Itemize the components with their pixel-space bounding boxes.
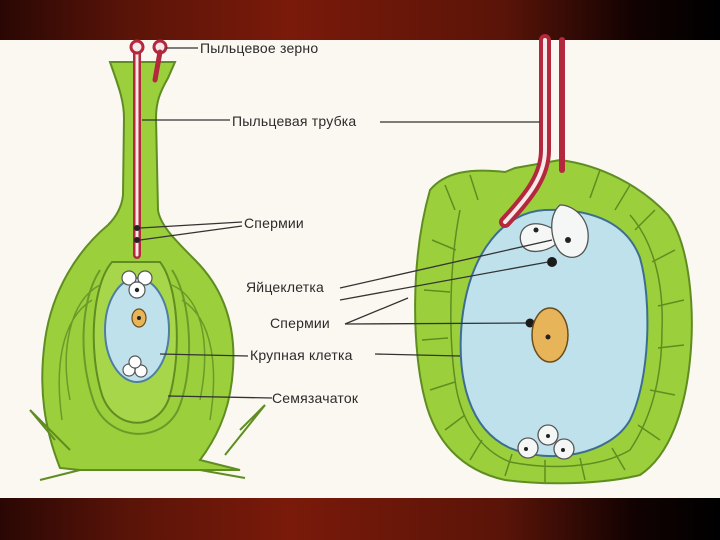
- right-antipodal-nucleus: [561, 448, 565, 452]
- left-central-nucleus: [137, 316, 141, 320]
- label-pollen-tube: Пыльцевая трубка: [232, 113, 356, 129]
- label-ovule: Семязачаток: [272, 390, 359, 406]
- pistil-figure: [30, 41, 265, 480]
- right-synergid-nucleus: [534, 228, 539, 233]
- right-large-cell: [532, 308, 568, 362]
- right-large-cell-nucleus: [546, 335, 551, 340]
- label-large-cell: Крупная клетка: [250, 347, 353, 363]
- pollen-grain: [131, 41, 143, 53]
- right-egg-nucleus: [565, 237, 571, 243]
- right-antipodal-nucleus: [524, 447, 528, 451]
- left-sperm-cell: [134, 237, 140, 243]
- right-antipodal-cell: [518, 438, 538, 458]
- right-sperm-cell: [547, 257, 557, 267]
- label-sperm-right: Спермии: [270, 315, 330, 331]
- left-egg-nucleus: [135, 288, 139, 292]
- label-pollen-grain: Пыльцевое зерно: [200, 40, 318, 56]
- label-sperm-top: Спермии: [244, 215, 304, 231]
- right-synergid-cell: [520, 224, 555, 252]
- left-antipodal-cell: [129, 356, 141, 368]
- right-antipodal-nucleus: [546, 434, 550, 438]
- label-egg-cell: Яйцеклетка: [246, 279, 324, 295]
- left-sperm-cell: [134, 225, 140, 231]
